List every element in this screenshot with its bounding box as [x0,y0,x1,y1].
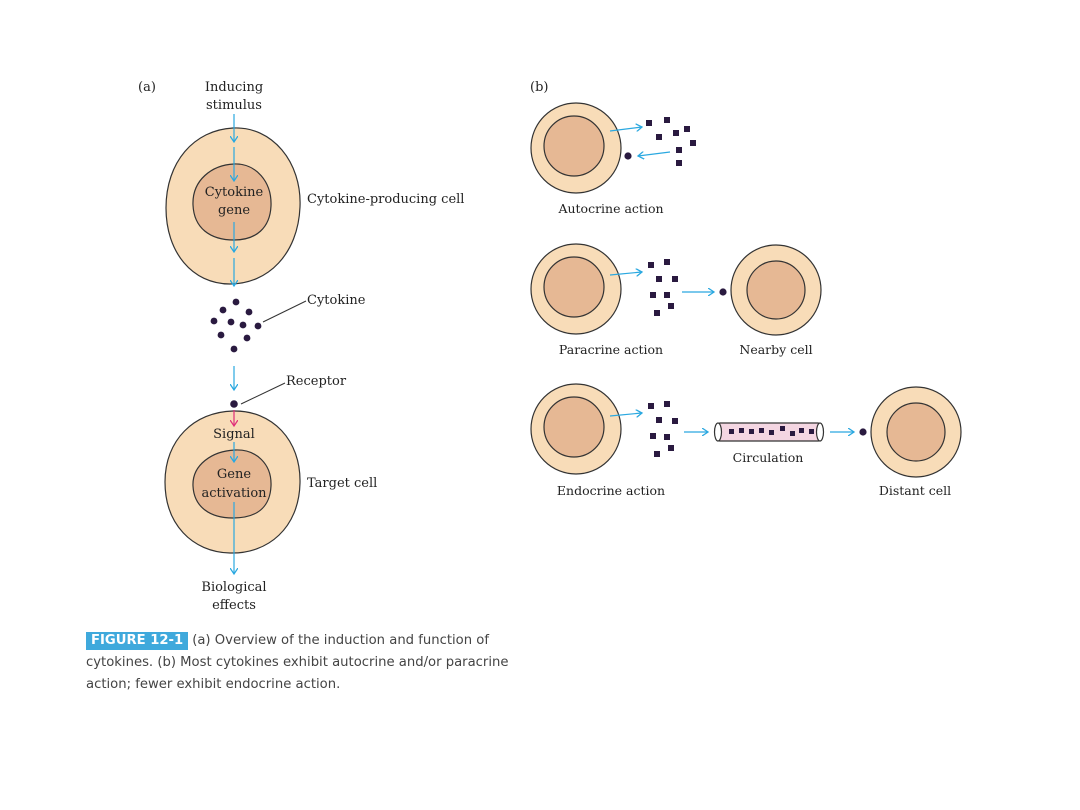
circulation-vessel [713,422,825,442]
endocrine-label: Endocrine action [557,483,665,498]
nearby-cell-label: Nearby cell [739,342,812,357]
gene-label-line1: Cytokine [205,185,264,200]
cytokine-dot [648,403,654,409]
receptor-label: Receptor [286,374,347,389]
paracrine-label: Paracrine action [559,342,663,357]
endocrine-cytokines [648,401,678,457]
cytokine-cluster [210,298,262,353]
cytokine-dot [690,140,696,146]
panel-a: (a) Inducing stimulus Cytokine gene Cyto… [138,80,464,613]
bound-cytokine-dot [230,400,238,408]
cytokine-dot [648,262,654,268]
effects-label-line1: Biological [201,580,266,595]
paracrine-diagram: Paracrine action Nearby cell [530,243,822,357]
cytokine-dot [245,308,253,316]
cytokine-dot [790,431,795,436]
autocrine-cytokines [646,117,696,166]
cytokine-dot [749,429,754,434]
circulation-label: Circulation [733,450,804,465]
panel-a-label: (a) [138,80,156,95]
cytokine-label: Cytokine [307,293,366,308]
cytokine-dot [668,303,674,309]
autocrine-return-arrow [638,152,671,156]
circulating-cytokines [729,426,814,436]
cytokine-dot [654,310,660,316]
endocrine-diagram: Circulation Endocrine action Distant cel… [530,383,962,498]
cytokine-dot [672,418,678,424]
receptor-leader-line [240,382,286,405]
cytokine-dot [739,428,744,433]
cytokine-dot [780,426,785,431]
caption-text: (a) Overview of the induction and functi… [86,633,509,692]
distant-cell-nucleus [886,402,946,462]
cytokine-dot [230,345,238,353]
distant-cell-label: Distant cell [879,483,951,498]
autocrine-diagram: Autocrine action [530,102,696,216]
cytokine-dot [646,120,652,126]
cytokine-dot [664,259,670,265]
cytokine-dot [673,130,679,136]
cytokine-dot [210,317,218,325]
nearby-cell-nucleus [746,260,806,320]
bound-cytokine-dot [859,428,867,436]
cytokine-dot [650,433,656,439]
target-cell-label: Target cell [307,476,377,491]
signal-label: Signal [213,427,255,442]
cytokine-dot [664,434,670,440]
cytokine-dot [232,298,240,306]
panel-b-label: (b) [530,80,548,95]
cytokine-dot [656,276,662,282]
cytokine-dot [656,134,662,140]
cytokine-dot [664,117,670,123]
cytokine-leader-line [262,300,307,323]
gene-label-line2: gene [218,203,250,218]
vessel-opening-left [713,422,723,442]
cytokine-dot [799,428,804,433]
autocrine-cell-nucleus [543,115,605,177]
cytokine-dot [684,126,690,132]
cytokine-dot [217,331,225,339]
cytokine-dot [219,306,227,314]
paracrine-cytokines [648,259,678,316]
activation-label-line1: Gene [217,467,251,482]
cytokine-dot [656,417,662,423]
cytokine-dot [676,147,682,153]
cytokine-dot [676,160,682,166]
cytokine-dot [759,428,764,433]
bound-cytokine-dot [624,152,632,160]
producing-cell-label: Cytokine-producing cell [307,192,464,207]
paracrine-secretion-arrow [609,272,642,275]
autocrine-label: Autocrine action [557,201,663,216]
bound-cytokine-dot [719,288,727,296]
cytokine-dot [664,292,670,298]
activation-label-line2: activation [201,486,267,501]
cytokine-dot [668,445,674,451]
cytokine-dot [769,430,774,435]
panel-b: (b) Autocrine action [530,80,962,498]
figure-caption: FIGURE 12-1(a) Overview of the induction… [86,630,536,696]
target-cell-nucleus [192,449,272,519]
cytokine-dot [809,429,814,434]
autocrine-secretion-arrow [609,127,642,131]
stimulus-label-line2: stimulus [206,98,262,113]
cytokine-dot [664,401,670,407]
cytokine-dot [654,451,660,457]
paracrine-source-cell-nucleus [543,256,605,318]
cytokine-dot [650,292,656,298]
effects-label-line2: effects [212,598,256,613]
cytokine-dot [239,321,247,329]
cytokine-dot [243,334,251,342]
vessel-opening-right [815,422,825,442]
stimulus-label-line1: Inducing [205,80,263,95]
producing-cell-nucleus [192,163,272,241]
cytokine-dot [254,322,262,330]
endocrine-secretion-arrow [609,413,642,416]
endocrine-source-cell-nucleus [543,396,605,458]
figure-number-badge: FIGURE 12-1 [86,632,189,650]
cytokine-dot [672,276,678,282]
cytokine-dot [227,318,235,326]
cytokine-dot [729,429,734,434]
